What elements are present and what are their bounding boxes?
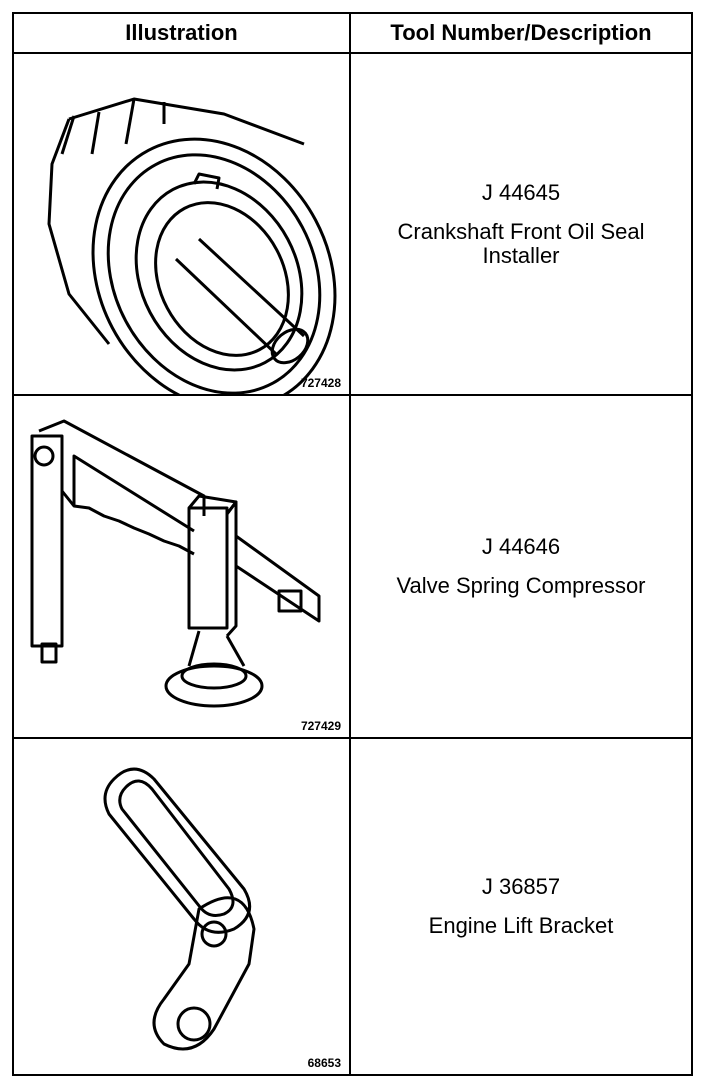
tool-name: Valve Spring Compressor <box>396 573 646 599</box>
tool-number: J 44645 <box>481 179 561 205</box>
illustration-cell: 727428 <box>14 54 351 394</box>
illustration-cell: 727429 <box>14 396 351 737</box>
tool-description-cell: J 36857 Engine Lift Bracket <box>351 739 691 1074</box>
table-row: 727429 J 44646 Valve Spring Compressor <box>14 396 691 739</box>
tool-name: Crankshaft Front Oil Seal Installer <box>397 218 645 268</box>
header-illustration: Illustration <box>14 14 351 54</box>
figure-number: 727429 <box>300 719 341 733</box>
header-tool-description: Tool Number/Description <box>351 14 691 54</box>
tool-table: Illustration Tool Number/Description <box>12 12 693 1076</box>
seal-installer-drawing <box>47 97 337 394</box>
tool-description-cell: J 44645 Crankshaft Front Oil Seal Instal… <box>351 54 691 394</box>
tool-name: Engine Lift Bracket <box>428 913 614 939</box>
lift-bracket-drawing <box>103 767 256 1051</box>
figure-number: 68653 <box>307 1056 341 1070</box>
table-row: 68653 J 36857 Engine Lift Bracket <box>14 739 691 1074</box>
tool-number: J 44646 <box>481 534 561 560</box>
valve-spring-compressor-drawing <box>30 419 321 708</box>
table-row: 727428 J 44645 Crankshaft Front Oil Seal… <box>14 54 691 396</box>
illustration-cell: 68653 <box>14 739 351 1074</box>
tool-number: J 36857 <box>481 874 561 900</box>
tool-description-cell: J 44646 Valve Spring Compressor <box>351 396 691 737</box>
figure-number: 727428 <box>300 376 341 390</box>
